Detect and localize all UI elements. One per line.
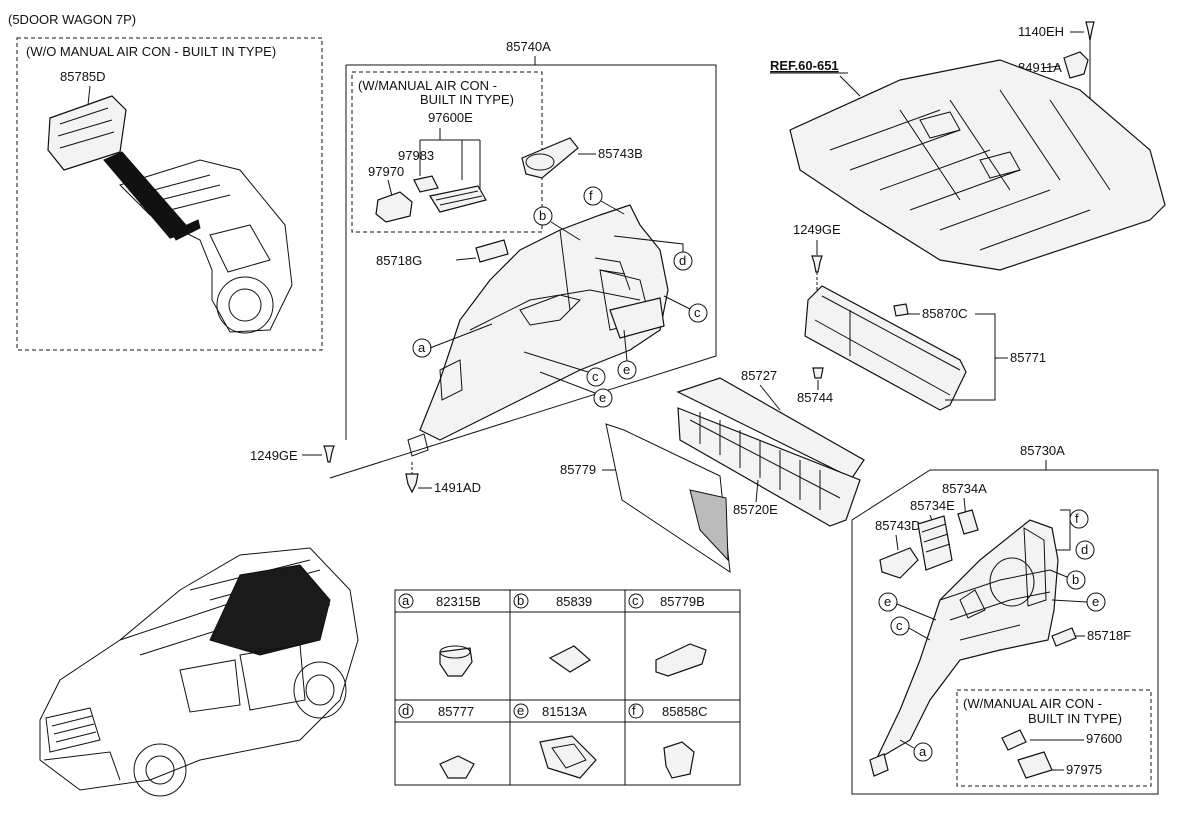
part-85734E[interactable]: 85734E (910, 498, 955, 513)
part-85743D[interactable]: 85743D (875, 518, 921, 533)
callout-d-1: d (679, 253, 686, 268)
part-97975[interactable]: 97975 (1066, 762, 1102, 777)
callout-c-2: c (592, 369, 599, 384)
callout-e-3: e (1092, 594, 1099, 609)
part-97600[interactable]: 97600 (1086, 731, 1122, 746)
legend-part-82315B[interactable]: 82315B (436, 594, 481, 609)
legend-cell-f: f 85858C (628, 703, 708, 779)
part-85727[interactable]: 85727 (741, 368, 777, 383)
part-97600E[interactable]: 97600E (428, 110, 473, 125)
part-97970[interactable]: 97970 (368, 164, 404, 179)
callout-d-2: d (1081, 542, 1088, 557)
inset-wo-air-con: (W/O MANUAL AIR CON - BUILT IN TYPE) 857… (16, 37, 323, 351)
legend-cell-a: a 82315B (398, 593, 481, 677)
legend-letter-a: a (402, 593, 410, 608)
callout-a-2: a (919, 744, 927, 759)
part-85744[interactable]: 85744 (797, 390, 833, 405)
inset-85730A-line1: (W/MANUAL AIR CON - (963, 696, 1102, 711)
legend-letter-b: b (517, 593, 524, 608)
callout-c-1: c (694, 305, 701, 320)
legend-letter-f: f (632, 703, 636, 718)
model-note: (5DOOR WAGON 7P) (8, 12, 136, 27)
callout-e-1: e (623, 362, 630, 377)
callout-f-1: f (589, 188, 593, 203)
callout-e-4: e (884, 594, 891, 609)
inset-wo-air-con-title: (W/O MANUAL AIR CON - BUILT IN TYPE) (26, 44, 276, 59)
group-85740A: 85740A (W/MANUAL AIR CON - BUILT IN TYPE… (329, 39, 717, 479)
legend-cell-e: e 81513A (513, 703, 597, 779)
part-85720E[interactable]: 85720E (733, 502, 778, 517)
legend-letter-c: c (632, 593, 639, 608)
part-85718F[interactable]: 85718F (1087, 628, 1131, 643)
callout-a-1: a (418, 340, 426, 355)
inset-85730A-border (956, 689, 1152, 787)
callouts-85730A: f d b e e c a (878, 509, 1106, 762)
part-85785D[interactable]: 85785D (60, 69, 106, 84)
legend-part-81513A[interactable]: 81513A (542, 704, 587, 719)
group-85730A: 85730A 85734A 85734E 85743D 85718F (W/MA… (851, 443, 1159, 795)
part-85771[interactable]: 85771 (1010, 350, 1046, 365)
part-85779[interactable]: 85779 (560, 462, 596, 477)
vehicle-illustration (39, 547, 359, 797)
callout-b-2: b (1072, 572, 1079, 587)
callout-f-2: f (1075, 511, 1079, 526)
callout-c-3: c (896, 618, 903, 633)
legend-table: a 82315B b 85839 c 85779B d 85777 e 8 (394, 589, 741, 786)
part-1249GE-top[interactable]: 1249GE (793, 222, 841, 237)
inset-85740A-line2: BUILT IN TYPE) (420, 92, 514, 107)
floor-panel: REF.60-651 1140EH 84911A (770, 21, 1166, 271)
legend-part-85858C[interactable]: 85858C (662, 704, 708, 719)
callout-b-1: b (539, 208, 546, 223)
ref-60-651[interactable]: REF.60-651 (770, 58, 839, 73)
legend-part-85839[interactable]: 85839 (556, 594, 592, 609)
part-85743B[interactable]: 85743B (598, 146, 643, 161)
legend-letter-d: d (402, 703, 409, 718)
cargo-parts: 1249GE 85870C 85771 85744 85727 85720E 8… (560, 222, 1046, 574)
legend-letter-e: e (517, 703, 524, 718)
inset-85730A-line2: BUILT IN TYPE) (1028, 711, 1122, 726)
part-1249GE-left[interactable]: 1249GE (250, 448, 298, 463)
legend-part-85777[interactable]: 85777 (438, 704, 474, 719)
legend-part-85779B[interactable]: 85779B (660, 594, 705, 609)
callout-e-2: e (599, 390, 606, 405)
legend-cell-b: b 85839 (513, 593, 592, 673)
part-97983[interactable]: 97983 (398, 148, 434, 163)
inset-wo-air-con-border (16, 37, 323, 351)
group-label-85730A[interactable]: 85730A (1020, 443, 1065, 458)
part-85718G[interactable]: 85718G (376, 253, 422, 268)
callouts-85740A: f b d c a c e e (412, 186, 708, 408)
inset-85740A-line1: (W/MANUAL AIR CON - (358, 78, 497, 93)
group-label-85740A[interactable]: 85740A (506, 39, 551, 54)
part-85870C[interactable]: 85870C (922, 306, 968, 321)
part-1140EH[interactable]: 1140EH (1018, 24, 1064, 39)
part-1491AD[interactable]: 1491AD (434, 480, 481, 495)
fasteners-left: 1249GE 1491AD (250, 445, 481, 495)
legend-cell-c: c 85779B (628, 593, 707, 677)
legend-cell-d: d 85777 (398, 703, 475, 779)
part-85734A[interactable]: 85734A (942, 481, 987, 496)
